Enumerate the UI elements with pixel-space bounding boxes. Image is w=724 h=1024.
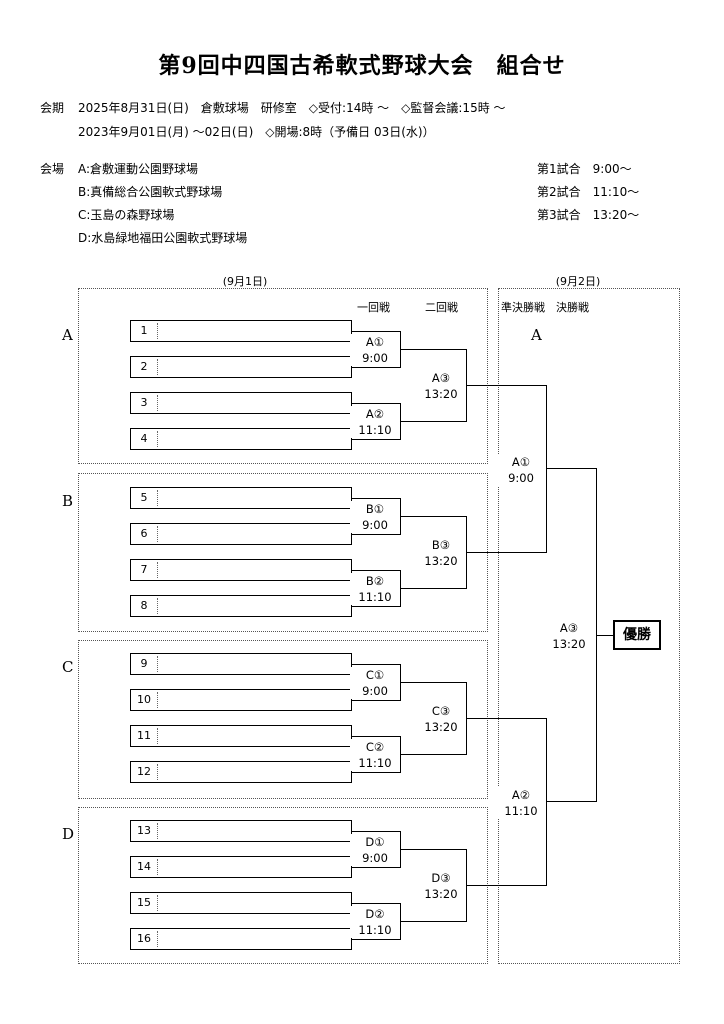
champion-box: 優勝 <box>613 620 661 650</box>
venue-b: B:真備総合公園軟式野球場 <box>78 185 223 199</box>
group-c-label: C <box>62 658 74 676</box>
team-slot: 1 <box>130 320 352 342</box>
round2-header: 二回戦 <box>425 301 458 314</box>
team-slot: 11 <box>130 725 352 747</box>
group-c-frame <box>78 640 488 799</box>
venue-d: D:水島緑地福田公園軟式野球場 <box>78 231 248 245</box>
team-slot: 8 <box>130 595 352 617</box>
day2-header: (9月2日) <box>555 275 601 288</box>
group-a-label: A <box>62 326 73 344</box>
game-time-3: 第3試合 13:20～ <box>537 208 640 222</box>
team-slot: 5 <box>130 487 352 509</box>
page-title: 第9回中四国古希軟式野球大会 組合せ <box>158 53 566 79</box>
venue-a: A:倉敷運動公園野球場 <box>78 162 199 176</box>
team-slot: 13 <box>130 820 352 842</box>
semifinal-header: 準決勝戦 <box>501 301 545 314</box>
final-header: 決勝戦 <box>556 301 589 314</box>
group-a-frame <box>78 288 488 464</box>
schedule-line-1: 2025年8月31日(日) 倉敷球場 研修室 ◇受付:14時 ～ ◇監督会議:1… <box>78 101 506 115</box>
team-slot: 2 <box>130 356 352 378</box>
final-venue: A <box>531 326 542 344</box>
team-slot: 14 <box>130 856 352 878</box>
team-slot: 9 <box>130 653 352 675</box>
team-slot: 10 <box>130 689 352 711</box>
game-time-2: 第2試合 11:10～ <box>537 185 640 199</box>
team-slot: 15 <box>130 892 352 914</box>
day2-frame <box>498 288 680 964</box>
schedule-label: 会期 <box>40 101 65 115</box>
team-slot: 3 <box>130 392 352 414</box>
day1-header: (9月1日) <box>222 275 268 288</box>
team-slot: 12 <box>130 761 352 783</box>
venue-c: C:玉島の森野球場 <box>78 208 175 222</box>
round1-header: 一回戦 <box>357 301 390 314</box>
team-slot: 7 <box>130 559 352 581</box>
team-slot: 6 <box>130 523 352 545</box>
group-b-label: B <box>62 492 74 510</box>
game-time-1: 第1試合 9:00～ <box>537 162 632 176</box>
venue-label: 会場 <box>40 162 65 176</box>
group-d-label: D <box>62 825 75 843</box>
team-slot: 4 <box>130 428 352 450</box>
team-slot: 16 <box>130 928 352 950</box>
schedule-line-2: 2023年9月01日(月) ～02日(日) ◇開場:8時（予備日 03日(水)） <box>78 125 435 139</box>
